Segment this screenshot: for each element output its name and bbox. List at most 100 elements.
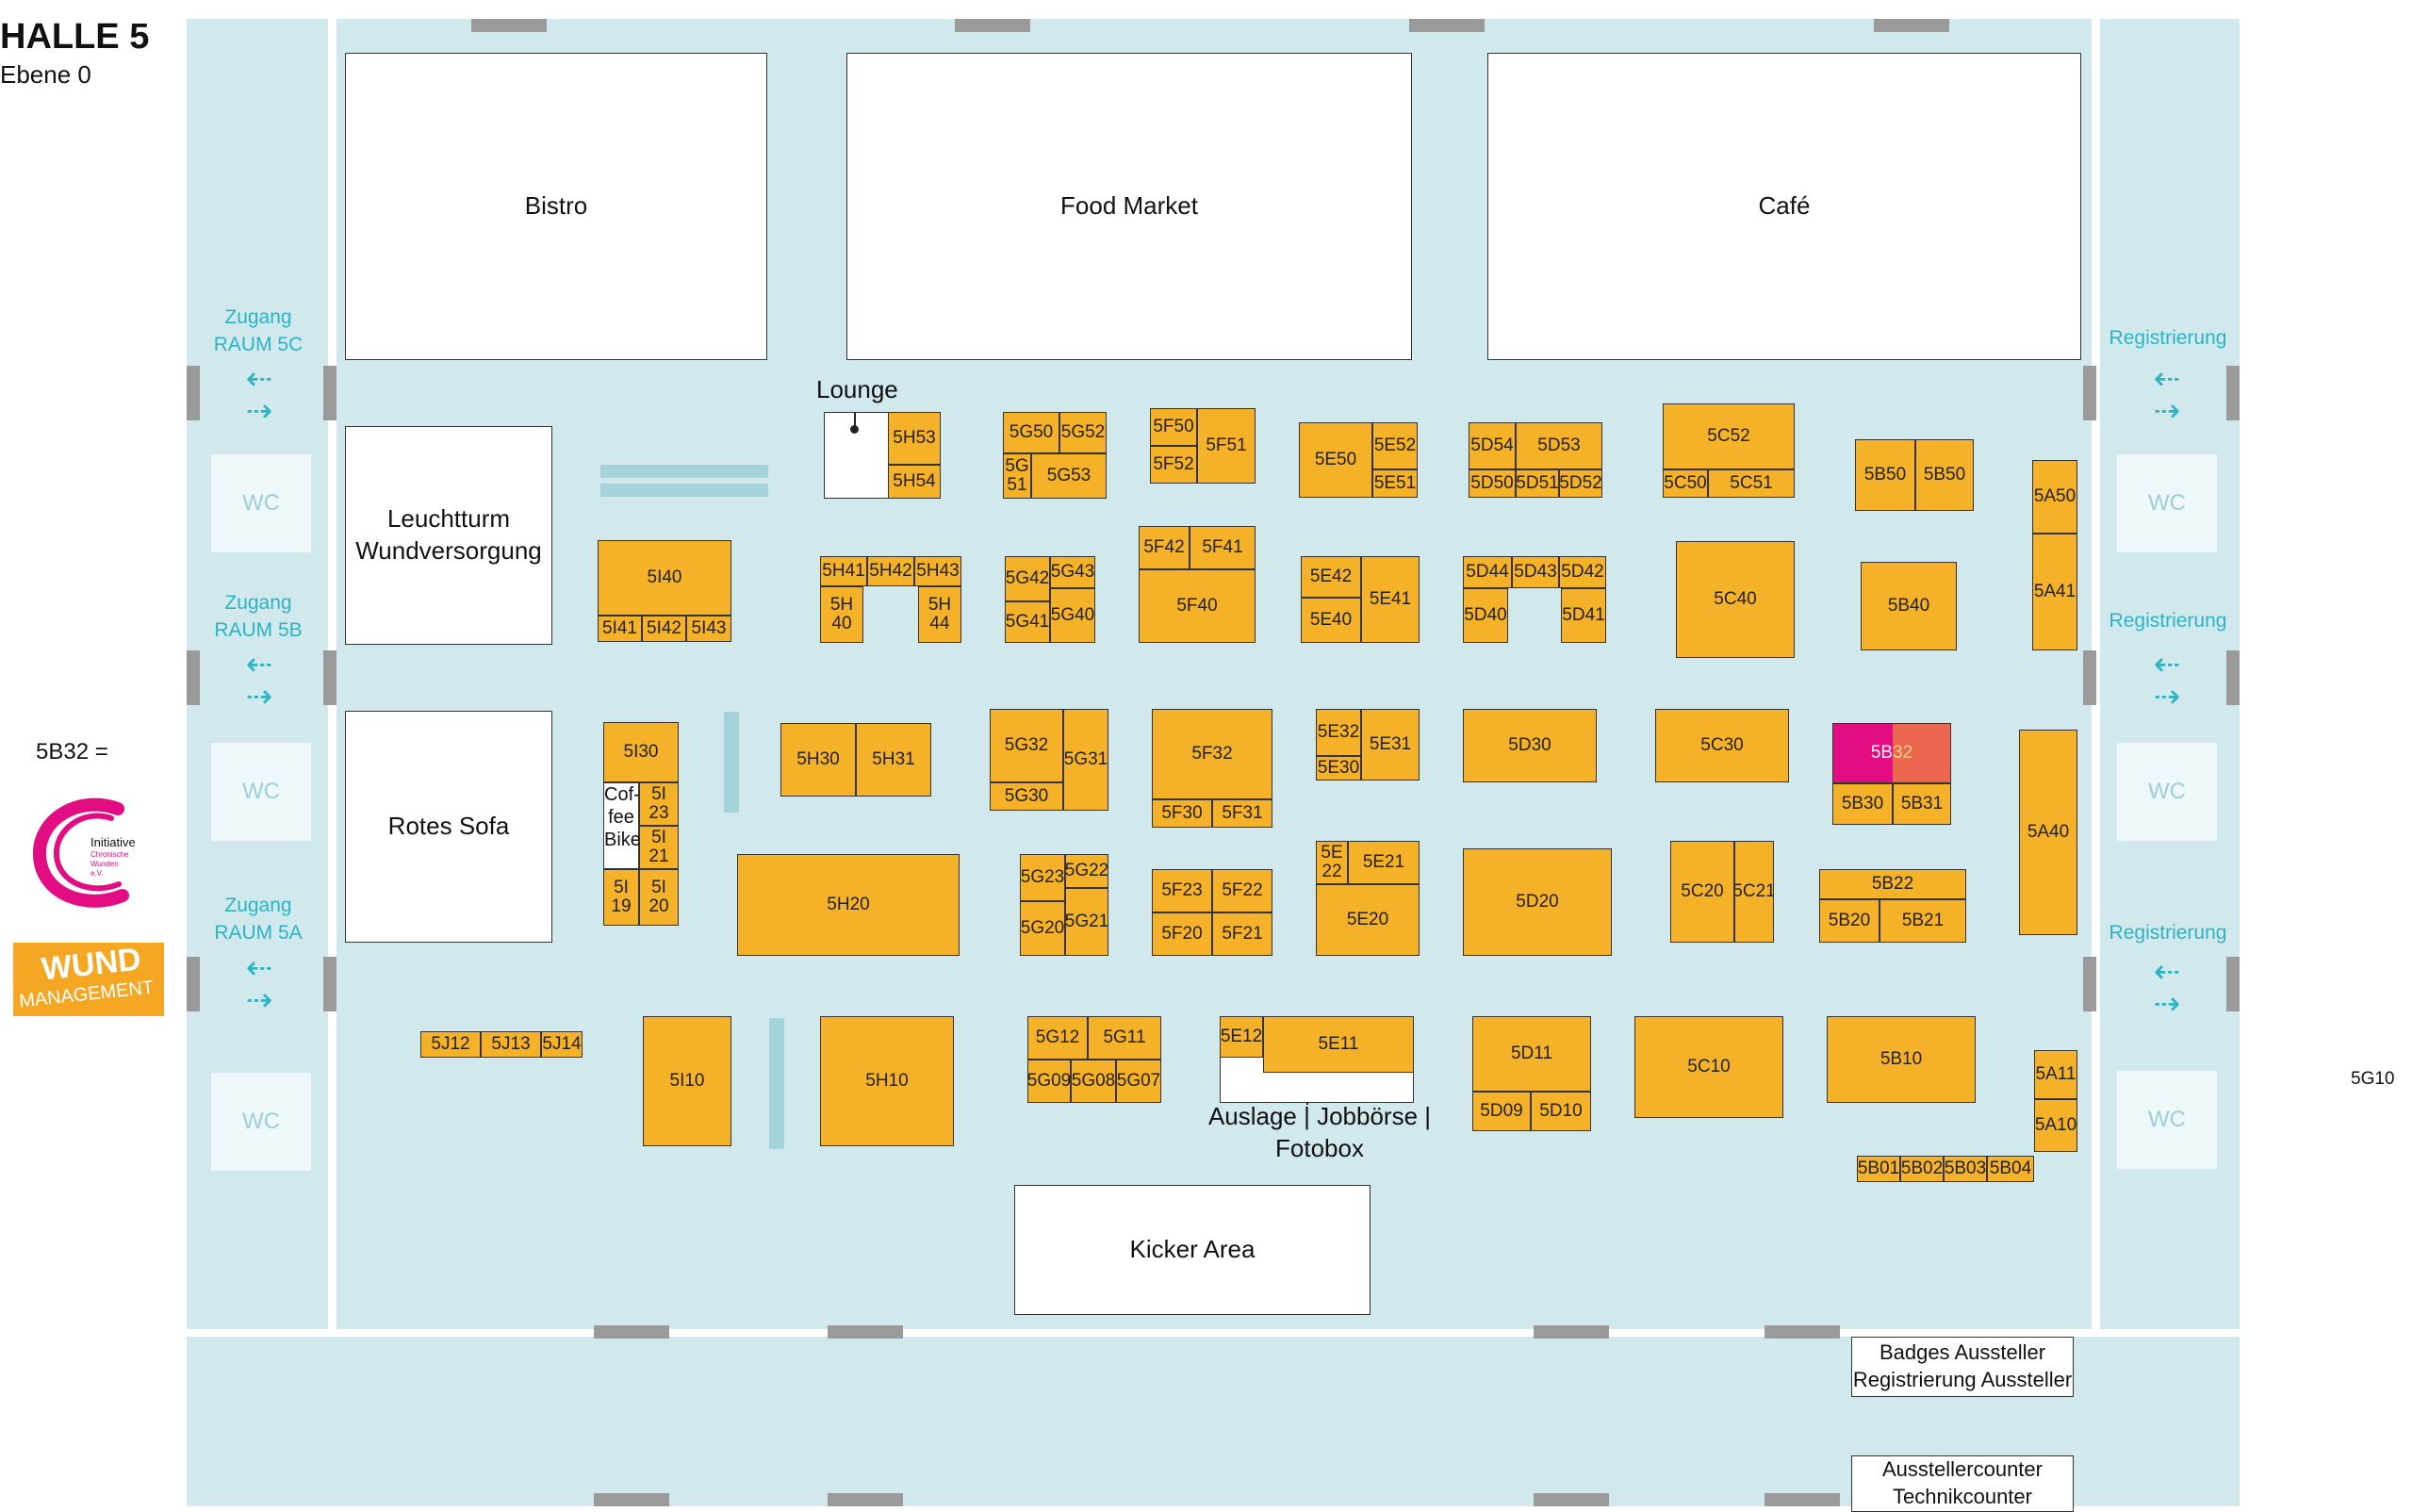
booth-5I41[interactable]: 5I41 <box>598 616 642 642</box>
booth-5I10[interactable]: 5I10 <box>643 1016 731 1146</box>
booth-5F22[interactable]: 5F22 <box>1212 869 1272 912</box>
booth-5D40[interactable]: 5D40 <box>1463 588 1508 643</box>
booth-5H40[interactable]: 5H 40 <box>820 586 863 643</box>
booth-5F40[interactable]: 5F40 <box>1139 569 1256 643</box>
booth-5G20[interactable]: 5G20 <box>1020 901 1065 956</box>
booth-5I42[interactable]: 5I42 <box>642 616 686 642</box>
booth-5G31[interactable]: 5G31 <box>1063 709 1108 811</box>
booth-5B22[interactable]: 5B22 <box>1819 869 1966 899</box>
booth-5C52[interactable]: 5C52 <box>1663 403 1795 469</box>
booth-5H42[interactable]: 5H42 <box>867 556 914 586</box>
aussteller-counter[interactable]: Ausstellercounter Technikcounter <box>1851 1455 2074 1512</box>
coffee-bike[interactable]: Cof- fee Bike <box>603 782 641 869</box>
booth-5H10[interactable]: 5H10 <box>820 1016 954 1146</box>
booth-5A40[interactable]: 5A40 <box>2019 730 2077 935</box>
booth-5H20[interactable]: 5H20 <box>737 854 960 956</box>
booth-5E12[interactable]: 5E12 <box>1220 1016 1263 1058</box>
booth-5E42[interactable]: 5E42 <box>1301 556 1361 598</box>
booth-5D50[interactable]: 5D50 <box>1469 469 1516 498</box>
booth-5E22[interactable]: 5E 22 <box>1316 841 1348 884</box>
booth-5F51[interactable]: 5F51 <box>1197 408 1256 484</box>
booth-5I23[interactable]: 5I 23 <box>639 782 679 826</box>
booth-5B03[interactable]: 5B03 <box>1944 1156 1987 1182</box>
booth-5E51[interactable]: 5E51 <box>1372 469 1418 498</box>
room-food-market[interactable]: Food Market <box>846 53 1412 360</box>
booth-5G32[interactable]: 5G32 <box>990 709 1063 782</box>
booth-5G41[interactable]: 5G41 <box>1005 601 1050 643</box>
booth-5B50-b[interactable]: 5B50 <box>1915 439 1974 511</box>
booth-5F41[interactable]: 5F41 <box>1190 526 1256 569</box>
booth-5C21[interactable]: 5C21 <box>1734 841 1774 943</box>
booth-5I30[interactable]: 5I30 <box>603 722 679 782</box>
booth-5B02[interactable]: 5B02 <box>1900 1156 1944 1182</box>
booth-5E40[interactable]: 5E40 <box>1301 598 1361 643</box>
booth-5C30[interactable]: 5C30 <box>1655 709 1789 782</box>
booth-5D42[interactable]: 5D42 <box>1559 556 1606 588</box>
booth-5A11[interactable]: 5A11 <box>2034 1050 2077 1099</box>
booth-5G11[interactable]: 5G11 <box>1088 1016 1161 1060</box>
booth-5F52[interactable]: 5F52 <box>1150 446 1197 484</box>
booth-5I21[interactable]: 5I 21 <box>639 826 679 869</box>
booth-5F23[interactable]: 5F23 <box>1152 869 1212 912</box>
booth-5D43[interactable]: 5D43 <box>1512 556 1559 588</box>
booth-5D44[interactable]: 5D44 <box>1463 556 1512 588</box>
booth-5D53[interactable]: 5D53 <box>1516 422 1602 469</box>
booth-5J13[interactable]: 5J13 <box>481 1031 541 1058</box>
booth-5F32[interactable]: 5F32 <box>1152 709 1272 799</box>
booth-5E52[interactable]: 5E52 <box>1372 422 1418 469</box>
booth-5F30[interactable]: 5F30 <box>1152 799 1212 828</box>
booth-5D09[interactable]: 5D09 <box>1472 1092 1531 1131</box>
booth-5A41[interactable]: 5A41 <box>2032 534 2077 650</box>
booth-5G09[interactable]: 5G09 <box>1027 1060 1071 1103</box>
booth-5J12[interactable]: 5J12 <box>420 1031 481 1058</box>
booth-5I43[interactable]: 5I43 <box>686 616 731 642</box>
booth-5H44[interactable]: 5H 44 <box>918 586 961 643</box>
booth-5E11[interactable]: 5E11 <box>1263 1016 1414 1073</box>
room-rotes-sofa[interactable]: Rotes Sofa <box>345 711 552 943</box>
booth-5B30[interactable]: 5B30 <box>1832 783 1893 825</box>
booth-5H54[interactable]: 5H54 <box>888 465 941 499</box>
booth-5D54[interactable]: 5D54 <box>1469 422 1516 469</box>
room-leuchtturm[interactable]: Leuchtturm Wundversorgung <box>345 426 552 645</box>
room-bistro[interactable]: Bistro <box>345 53 767 360</box>
booth-5J14[interactable]: 5J14 <box>541 1031 583 1058</box>
booth-5F21[interactable]: 5F21 <box>1212 912 1272 956</box>
booth-5E32[interactable]: 5E32 <box>1316 709 1361 756</box>
booth-5B01[interactable]: 5B01 <box>1857 1156 1900 1182</box>
booth-5B10[interactable]: 5B10 <box>1827 1016 1976 1103</box>
booth-5G40[interactable]: 5G40 <box>1050 588 1095 643</box>
room-kicker-area[interactable]: Kicker Area <box>1014 1185 1371 1315</box>
booth-5F20[interactable]: 5F20 <box>1152 912 1212 956</box>
booth-5I20[interactable]: 5I 20 <box>639 869 679 926</box>
booth-5D52[interactable]: 5D52 <box>1559 469 1602 498</box>
booth-5I19[interactable]: 5I 19 <box>603 869 639 926</box>
booth-5F42[interactable]: 5F42 <box>1139 526 1190 569</box>
booth-5F31[interactable]: 5F31 <box>1212 799 1272 828</box>
booth-5C40[interactable]: 5C40 <box>1676 541 1795 658</box>
booth-5B31[interactable]: 5B31 <box>1893 783 1951 825</box>
booth-5D20[interactable]: 5D20 <box>1463 848 1612 956</box>
booth-5G51[interactable]: 5G 51 <box>1003 453 1031 499</box>
booth-5H31[interactable]: 5H31 <box>856 723 931 797</box>
booth-5D11[interactable]: 5D11 <box>1472 1016 1591 1092</box>
booth-5G07[interactable]: 5G07 <box>1116 1060 1161 1103</box>
booth-5B20[interactable]: 5B20 <box>1819 899 1880 943</box>
booth-5B40[interactable]: 5B40 <box>1861 562 1957 650</box>
booth-5B21[interactable]: 5B21 <box>1880 899 1966 943</box>
badges-counter[interactable]: Badges Aussteller Registrierung Ausstell… <box>1851 1337 2074 1397</box>
booth-5G53[interactable]: 5G53 <box>1031 453 1107 499</box>
booth-5E20[interactable]: 5E20 <box>1316 884 1420 956</box>
booth-5D41[interactable]: 5D41 <box>1561 588 1606 643</box>
booth-5G43[interactable]: 5G43 <box>1050 556 1095 588</box>
booth-5C10[interactable]: 5C10 <box>1634 1016 1783 1118</box>
booth-5E50[interactable]: 5E50 <box>1299 422 1372 498</box>
booth-5D10[interactable]: 5D10 <box>1531 1092 1591 1131</box>
booth-5E41[interactable]: 5E41 <box>1361 556 1420 643</box>
booth-5G42[interactable]: 5G42 <box>1005 556 1050 601</box>
booth-5G23[interactable]: 5G23 <box>1020 854 1065 901</box>
booth-5G50[interactable]: 5G50 <box>1003 412 1059 453</box>
booth-5G21[interactable]: 5G21 <box>1065 888 1108 956</box>
booth-5E30[interactable]: 5E30 <box>1316 756 1361 781</box>
booth-5D51[interactable]: 5D51 <box>1516 469 1559 498</box>
booth-5B04[interactable]: 5B04 <box>1987 1156 2034 1182</box>
